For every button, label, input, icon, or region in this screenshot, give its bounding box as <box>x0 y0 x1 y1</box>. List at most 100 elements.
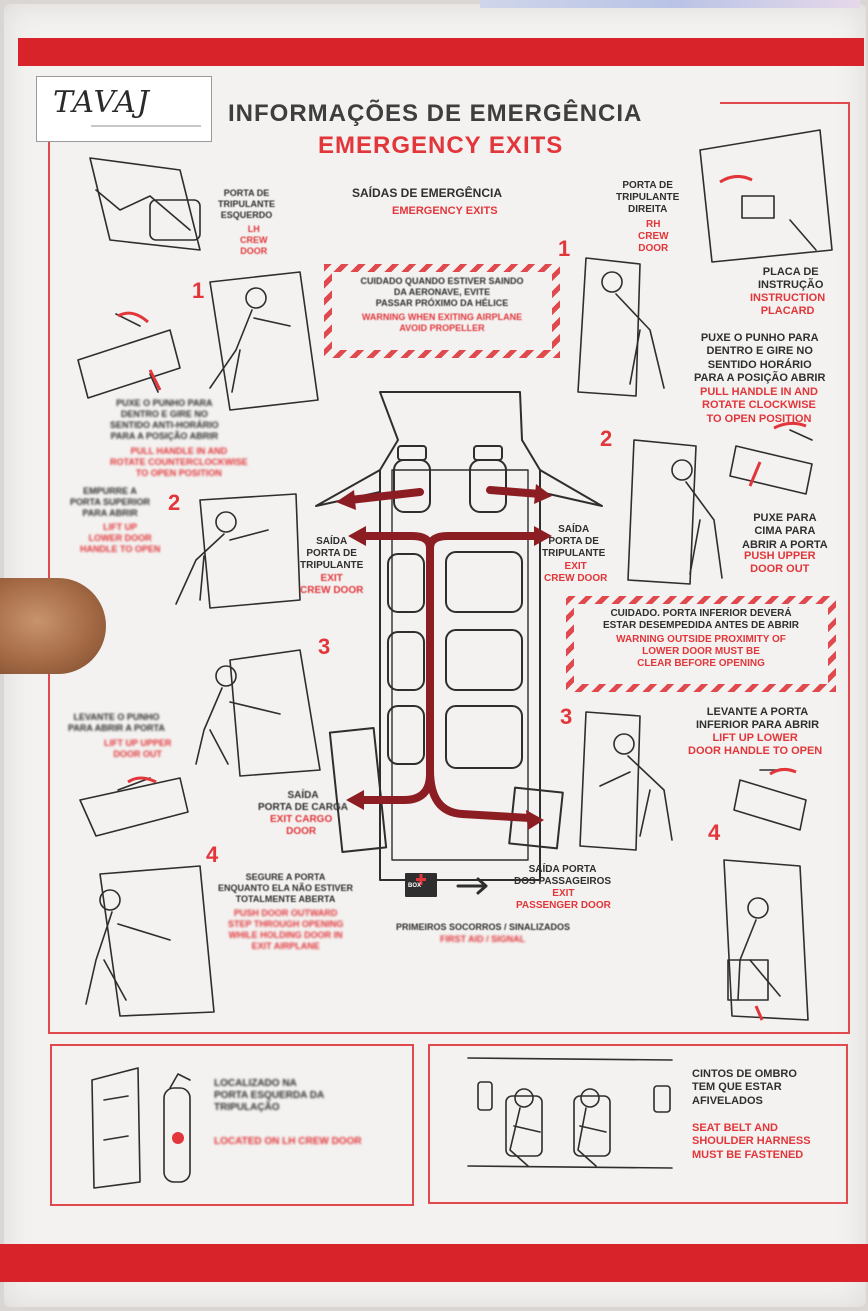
action-arrows <box>117 175 807 1021</box>
extinguisher-location-en: LOCATED ON LH CREW DOOR <box>214 1136 362 1147</box>
step-number-right-1: 1 <box>558 236 571 261</box>
extinguisher-location-pt: LOCALIZADO NA PORTA ESQUERDA DA TRIPULAÇ… <box>214 1078 325 1114</box>
seat <box>445 629 523 691</box>
seat <box>469 459 507 513</box>
airline-logo: TAVAJ <box>36 76 212 142</box>
seat <box>397 445 427 461</box>
left-step1-pt: PUXE O PUNHO PARA DENTRO E GIRE NO SENTI… <box>110 398 219 441</box>
right-step1-en: PULL HANDLE IN AND ROTATE CLOCKWISE TO O… <box>700 386 818 425</box>
seat <box>473 445 503 461</box>
sketch-extinguisher-door <box>91 1067 141 1189</box>
seat <box>393 459 431 513</box>
right-step1-pt: PUXE O PUNHO PARA DENTRO E GIRE NO SENTI… <box>694 332 826 385</box>
seat <box>445 551 523 613</box>
rh-crew-door-pt: PORTA DE TRIPULANTE DIREITA <box>616 180 680 216</box>
cargo-exit-pt: SAÍDA PORTA DE CARGA <box>258 790 348 814</box>
sketch-step4-left <box>85 865 215 1017</box>
propeller-warning-pt: CUIDADO QUANDO ESTIVER SAINDO DA AERONAV… <box>360 276 524 308</box>
placard-pt: PLACA DE INSTRUÇÃO <box>758 266 824 292</box>
crew-exit-right-en: EXIT CREW DOOR <box>544 561 608 585</box>
seat <box>445 705 523 769</box>
left-step4-en: PUSH DOOR OUTWARD STEP THROUGH OPENING W… <box>228 908 344 951</box>
lh-crew-door-en: LH CREW DOOR <box>240 224 268 256</box>
page-title: INFORMAÇÕES DE EMERGÊNCIA <box>228 100 643 127</box>
frame-top-right <box>720 102 850 104</box>
lower-door-caution-box: CUIDADO. PORTA INFERIOR DEVERÁ ESTAR DES… <box>566 596 836 692</box>
fuselage-inner <box>391 469 529 861</box>
step-number-left-2: 2 <box>168 490 181 515</box>
extinguisher-badge <box>172 1132 184 1144</box>
page-subtitle: EMERGENCY EXITS <box>318 132 564 159</box>
first-aid-label-pt: PRIMEIROS SOCORROS / SINALIZADOS <box>396 922 571 932</box>
bottom-red-band <box>0 1244 868 1282</box>
crew-exit-left-en: EXIT CREW DOOR <box>300 573 364 597</box>
crew-exit-right-pt: SAÍDA PORTA DE TRIPULANTE <box>542 524 606 560</box>
propeller-warning-en: WARNING WHEN EXITING AIRPLANE AVOID PROP… <box>361 312 523 333</box>
placard-en: INSTRUCTION PLACARD <box>750 292 826 318</box>
extinguisher-panel <box>50 1044 414 1206</box>
cargo-exit-en: EXIT CARGO DOOR <box>270 814 333 838</box>
arrow-heads <box>336 484 552 830</box>
cargo-door <box>328 727 388 853</box>
sketch-handle-left-2 <box>79 777 189 837</box>
sketch-step3-right <box>579 711 673 851</box>
background-glow <box>480 0 860 8</box>
sketch-rh-crew-door <box>699 129 833 263</box>
left-step4-pt: SEGURE A PORTA ENQUANTO ELA NÃO ESTIVER … <box>218 872 354 904</box>
left-step2-pt: EMPURRE A PORTA SUPERIOR PARA ABRIR <box>70 486 151 518</box>
sketch-handle-right <box>729 429 813 495</box>
center-heading-en: EMERGENCY EXITS <box>392 205 498 217</box>
left-step3-en: LIFT UP UPPER DOOR OUT <box>104 738 172 759</box>
evacuation-arrows <box>346 486 544 822</box>
left-step3-pt: LEVANTE O PUNHO PARA ABRIR A PORTA <box>68 712 165 733</box>
seat <box>387 553 425 613</box>
logo-tagline <box>91 125 201 127</box>
logo-wordmark: TAVAJ <box>53 85 150 120</box>
right-step2-en: PUSH UPPER DOOR OUT <box>744 550 816 576</box>
sketch-step3-left <box>195 649 321 777</box>
sketch-step1-left <box>209 271 319 411</box>
right-step3-pt: LEVANTE A PORTA INFERIOR PARA ABRIR <box>696 706 820 732</box>
fuselage-outline <box>379 391 541 881</box>
first-aid-box-label: BOX <box>408 883 422 889</box>
seatbelt-panel <box>428 1044 848 1204</box>
sketch-step2-left <box>175 493 301 609</box>
left-step1-en: PULL HANDLE IN AND ROTATE COUNTERCLOCKWI… <box>110 446 248 478</box>
crew-exit-left-pt: SAÍDA PORTA DE TRIPULANTE <box>300 536 364 572</box>
step-number-right-2: 2 <box>600 426 613 451</box>
step-number-left-1: 1 <box>192 278 205 303</box>
sketch-lh-crew-door <box>89 157 201 251</box>
sketch-seated-passengers <box>467 1057 673 1169</box>
main-frame <box>48 102 850 1034</box>
top-red-band <box>18 38 864 66</box>
holding-thumb <box>0 578 106 674</box>
step-number-right-3: 3 <box>560 704 573 729</box>
rh-crew-door-en: RH CREW DOOR <box>638 219 669 255</box>
propeller-warning-box: CUIDADO QUANDO ESTIVER SAINDO DA AERONAV… <box>324 264 560 358</box>
step-number-left-3: 3 <box>318 634 331 659</box>
center-heading-pt: SAÍDAS DE EMERGÊNCIA <box>352 186 503 200</box>
step-number-left-4: 4 <box>206 842 219 867</box>
right-step2-pt: PUXE PARA CIMA PARA ABRIR A PORTA <box>742 512 828 551</box>
first-aid-cross-icon <box>416 874 426 885</box>
fire-extinguisher-icon <box>163 1073 191 1183</box>
right-wing <box>539 469 603 507</box>
seatbelt-pt: CINTOS DE OMBRO TEM QUE ESTAR AFIVELADOS <box>692 1068 797 1107</box>
lh-crew-door-pt: PORTA DE TRIPULANTE ESQUERDO <box>218 188 275 220</box>
sketch-step2-right <box>627 439 723 585</box>
sketch-handle-right-2 <box>733 769 807 831</box>
passenger-exit-en: EXIT PASSENGER DOOR <box>516 888 611 912</box>
step-number-right-4: 4 <box>708 820 721 845</box>
sketch-step1-right <box>577 257 665 397</box>
left-step2-en: LIFT UP LOWER DOOR HANDLE TO OPEN <box>80 522 161 554</box>
seat <box>387 631 425 691</box>
first-aid-label-en: FIRST AID / SIGNAL <box>440 934 526 944</box>
sketch-handle-left <box>77 313 181 399</box>
right-step3-en: LIFT UP LOWER DOOR HANDLE TO OPEN <box>688 732 823 758</box>
caution-en: WARNING OUTSIDE PROXIMITY OF LOWER DOOR … <box>616 634 786 670</box>
seat <box>387 705 425 765</box>
caution-pt: CUIDADO. PORTA INFERIOR DEVERÁ ESTAR DES… <box>603 608 799 632</box>
passenger-exit-pt: SAÍDA PORTA DOS PASSAGEIROS <box>514 864 612 888</box>
seatbelt-en: SEAT BELT AND SHOULDER HARNESS MUST BE F… <box>692 1122 811 1161</box>
